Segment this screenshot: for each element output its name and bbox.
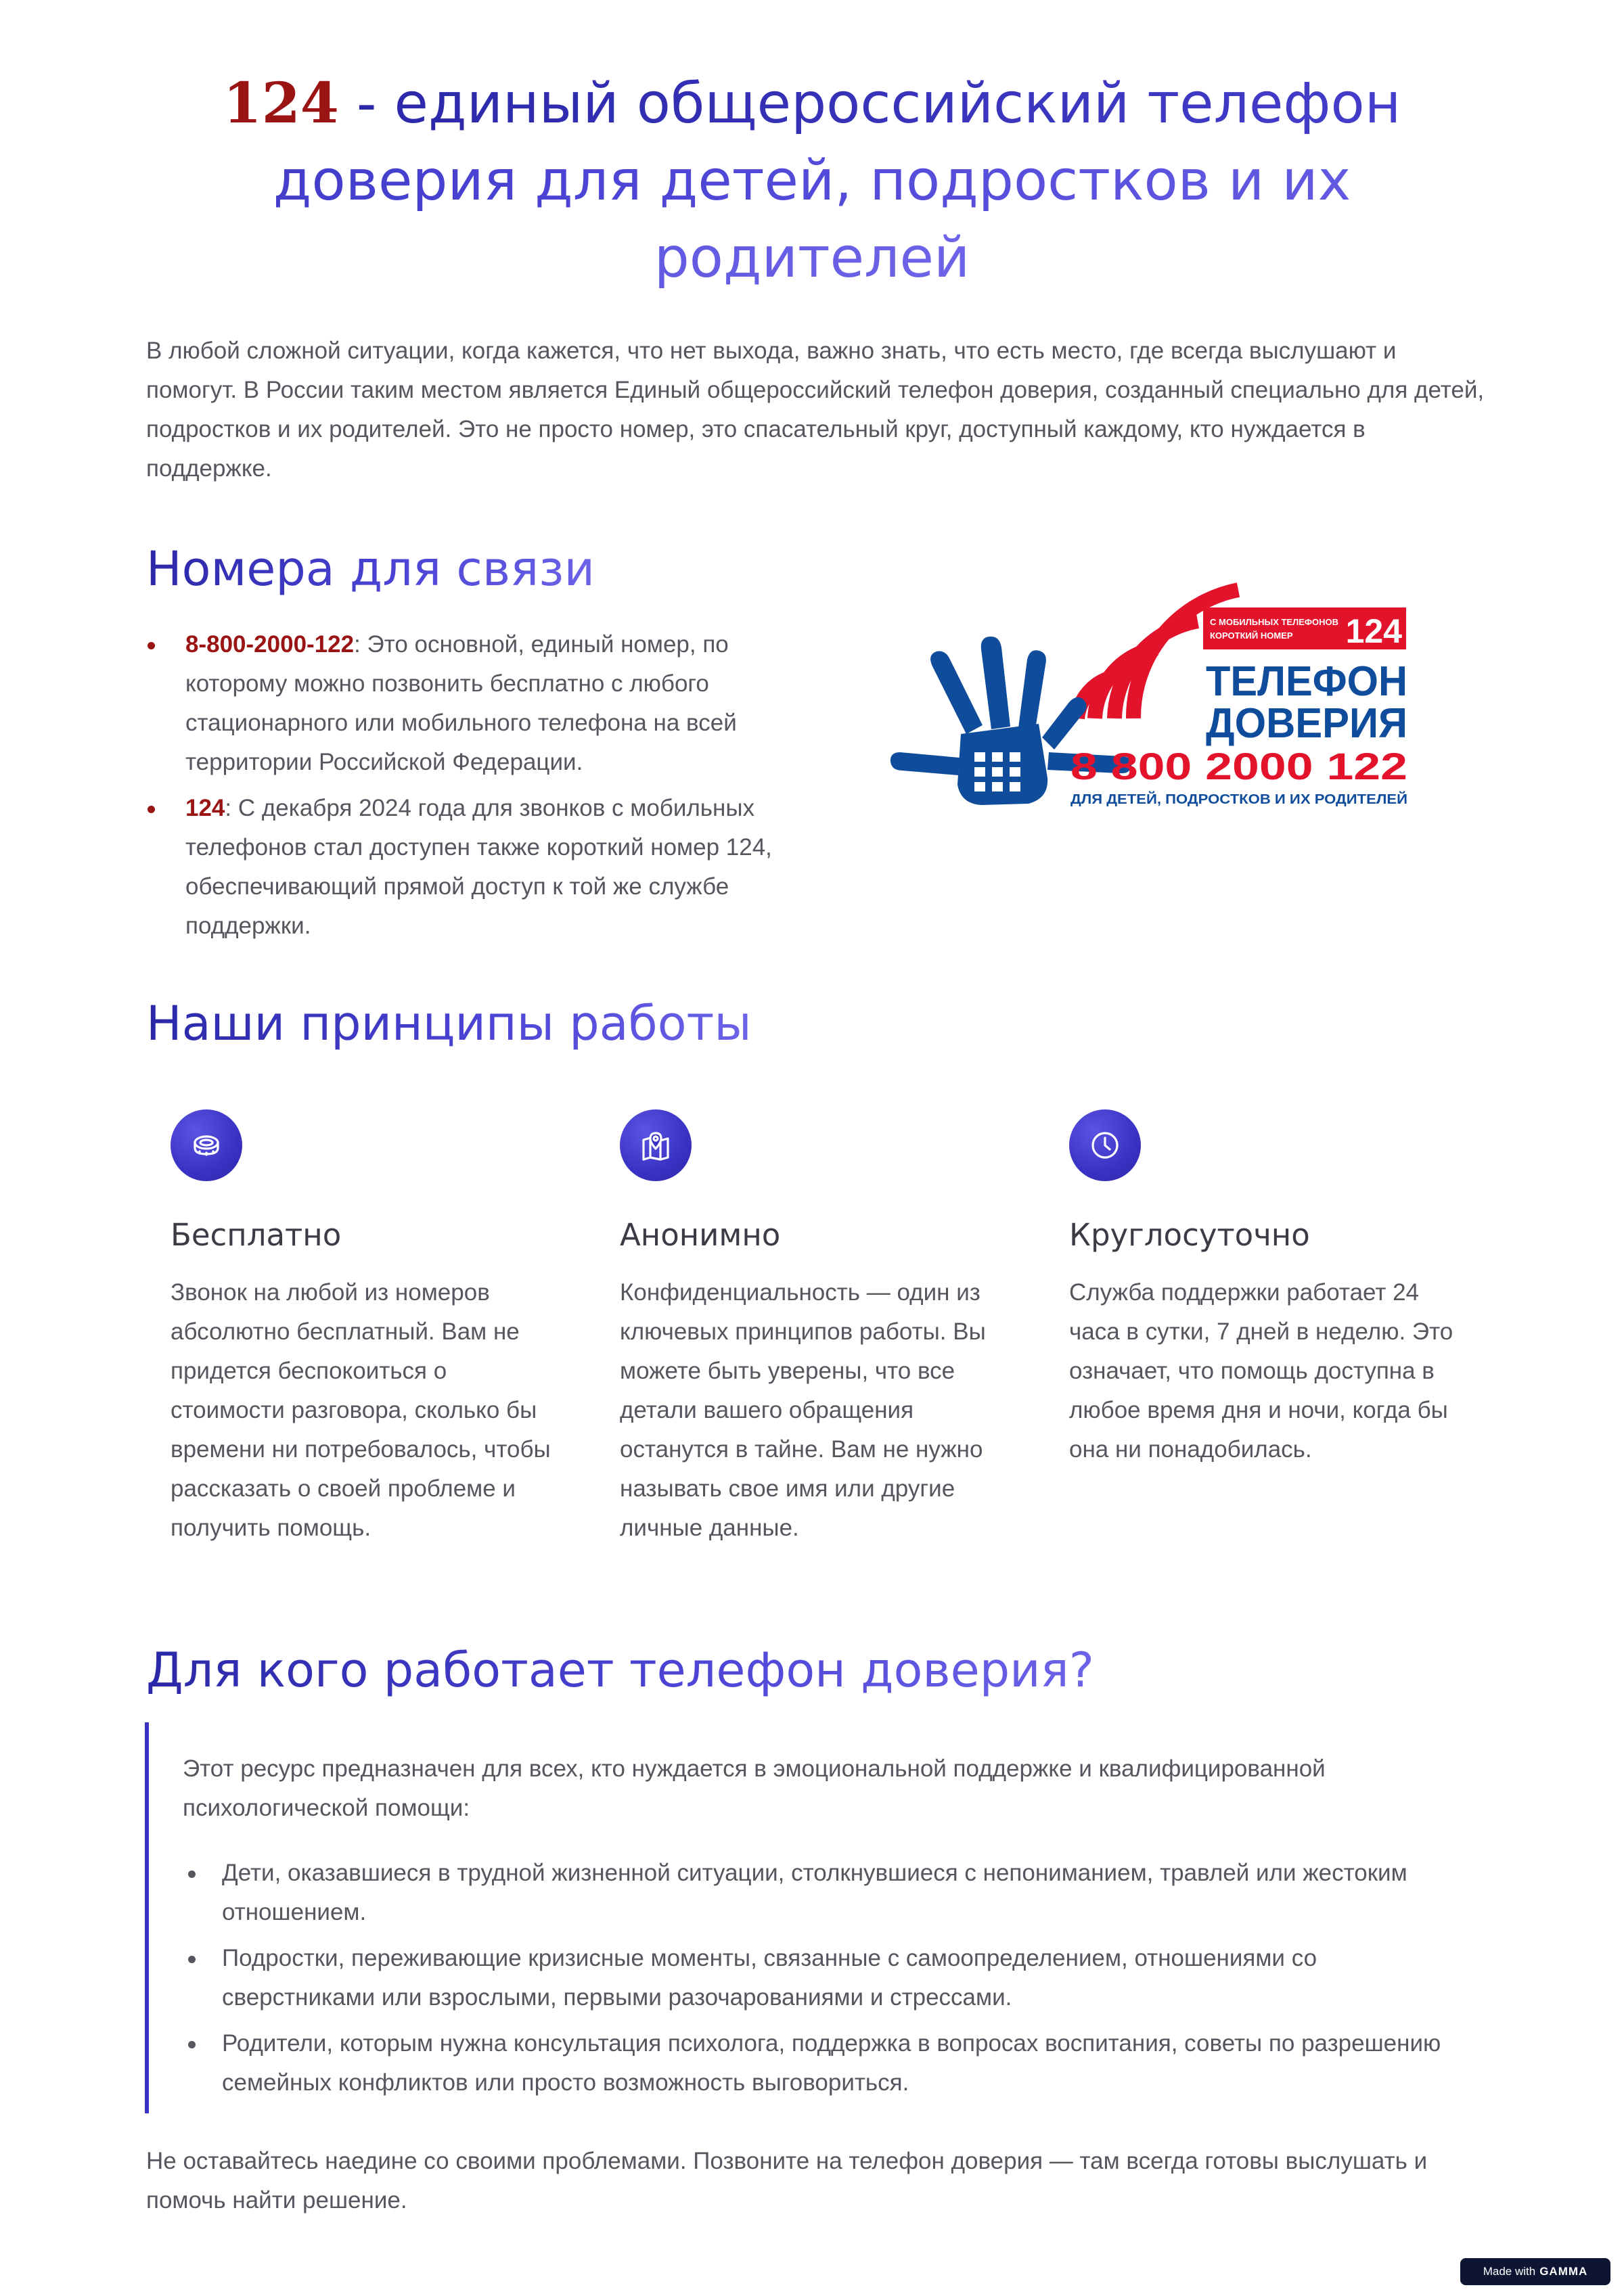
phone-number-short[interactable]: 124 (185, 795, 225, 821)
contact-description: : С декабря 2024 года для звонков с моби… (185, 795, 772, 939)
card-title: Круглосуточно (1069, 1217, 1310, 1253)
sound-waves-icon (1070, 582, 1240, 720)
card-text: Служба поддержки работает 24 часа в сутк… (1069, 1279, 1453, 1463)
badge-line2: КОРОТКИЙ НОМЕР (1210, 630, 1293, 641)
helpline-logo: С МОБИЛЬНЫХ ТЕЛЕФОНОВ КОРОТКИЙ НОМЕР 124… (890, 582, 1407, 807)
contacts-heading: Номера для связи (146, 538, 595, 599)
bullet (188, 1956, 196, 1963)
coin-icon (194, 1135, 219, 1156)
keypad-icon (974, 752, 1020, 791)
principles-heading: Наши принципы работы (146, 993, 752, 1054)
title-number: 124 (223, 71, 339, 136)
icon-badge (171, 1109, 242, 1181)
list-item-text: Дети, оказавшиеся в трудной жизненной си… (222, 1860, 1407, 1925)
map-pin-icon (642, 1132, 669, 1161)
hand-phone-icon (890, 636, 1132, 805)
badge-line1: С МОБИЛЬНЫХ ТЕЛЕФОНОВ (1210, 617, 1338, 627)
card-title: Анонимно (620, 1217, 781, 1253)
closing-paragraph: Не оставайтесь наедине со своими проблем… (146, 2148, 1428, 2213)
list-item: Дети, оказавшиеся в трудной жизненной си… (183, 1854, 1455, 1932)
contacts-list: 8-800-2000-122: Это основной, единый ном… (146, 625, 796, 952)
who-heading: Для кого работает телефон доверия? (146, 1640, 1094, 1701)
list-item: Родители, которым нужна консультация пси… (183, 2024, 1455, 2103)
clock-icon (1091, 1132, 1119, 1159)
quote-bar (145, 1722, 149, 2113)
list-item: Подростки, переживающие кризисные момент… (183, 1939, 1455, 2017)
list-item-text: Подростки, переживающие кризисные момент… (222, 1945, 1317, 2011)
card-title: Бесплатно (171, 1217, 342, 1253)
list-item: 124: С декабря 2024 года для звонков с м… (146, 789, 796, 946)
short-number-badge (1203, 607, 1406, 649)
card-text: Звонок на любой из номеров абсолютно бес… (171, 1279, 551, 1541)
bullet (148, 806, 155, 813)
who-intro-paragraph: Этот ресурс предназначен для всех, кто н… (183, 1755, 1326, 1821)
logo-line1: ТЕЛЕФОН (1206, 658, 1407, 705)
page-title: 124 - единый общероссийский телефон дове… (146, 65, 1478, 297)
audience-list: Дети, оказавшиеся в трудной жизненной си… (183, 1854, 1455, 2109)
principle-card-anonymous: Анонимно Конфиденциальность — один из кл… (620, 1109, 1012, 1548)
phone-number-main[interactable]: 8-800-2000-122 (185, 631, 355, 658)
gamma-logo: GAMMA (1539, 2265, 1588, 2278)
intro-paragraph: В любой сложной ситуации, когда кажется,… (146, 338, 1485, 482)
bullet (188, 1870, 196, 1878)
bullet (188, 2041, 196, 2048)
logo-tagline: ДЛЯ ДЕТЕЙ, ПОДРОСТКОВ И ИХ РОДИТЕЛЕЙ (1070, 791, 1407, 807)
list-item: 8-800-2000-122: Это основной, единый ном… (146, 625, 796, 782)
icon-badge (1069, 1109, 1141, 1181)
title-text: - единый общероссийский телефон доверия … (273, 72, 1401, 290)
logo-line2: ДОВЕРИЯ (1206, 700, 1407, 747)
contact-description: : Это основной, единый номер, по котором… (185, 631, 737, 775)
card-text: Конфиденциальность — один из ключевых пр… (620, 1279, 986, 1541)
bullet (148, 642, 155, 649)
list-item-text: Родители, которым нужна консультация пси… (222, 2030, 1441, 2096)
icon-badge (620, 1109, 692, 1181)
badge-text: Made with (1483, 2265, 1536, 2278)
logo-phone: 8 800 2000 122 (1070, 745, 1407, 787)
principle-card-free: Бесплатно Звонок на любой из номеров абс… (171, 1109, 563, 1548)
principle-card-24h: Круглосуточно Служба поддержки работает … (1069, 1109, 1462, 1469)
badge-number: 124 (1346, 612, 1403, 650)
